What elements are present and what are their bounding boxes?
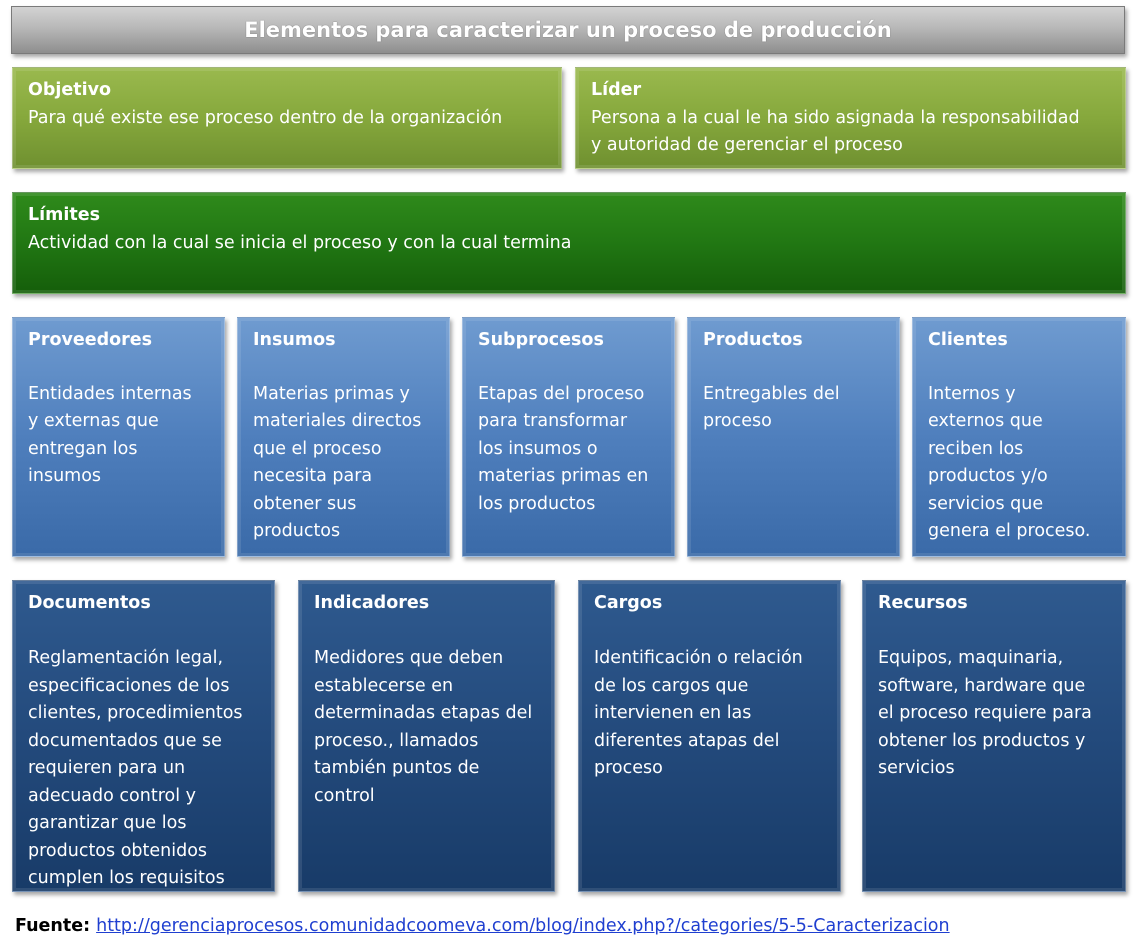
recursos-line-5: servicios (878, 758, 955, 778)
indicadores-line-1: Medidores que deben (314, 648, 504, 668)
recursos-heading: Recursos (878, 593, 968, 613)
proveedores-line-1: Entidades internas (28, 384, 192, 404)
documentos-line-1: Reglamentación legal, (28, 648, 224, 668)
documentos-line-8: productos obtenidos (28, 841, 208, 861)
subprocesos-line-3: los insumos o (478, 439, 598, 459)
documentos-line-6: adecuado control y (28, 786, 196, 806)
insumos-line-4: necesita para (253, 466, 373, 486)
documentos-heading: Documentos (28, 593, 151, 613)
proveedores-box: Proveedores Entidades internas y externa… (12, 317, 225, 557)
proveedores-heading: Proveedores (28, 330, 153, 350)
lider-text-line-1: Persona a la cual le ha sido asignada la… (591, 108, 1080, 128)
insumos-line-5: obtener sus (253, 494, 357, 514)
productos-box: Productos Entregables del proceso (687, 317, 900, 557)
insumos-box: Insumos Materias primas y materiales dir… (237, 317, 450, 557)
indicadores-line-4: proceso., llamados (314, 731, 479, 751)
indicadores-heading: Indicadores (314, 593, 430, 613)
productos-line-1: Entregables del (703, 384, 840, 404)
documentos-line-5: requieren para un (28, 758, 186, 778)
indicadores-box: Indicadores Medidores que deben establec… (298, 580, 555, 892)
subprocesos-line-2: para transformar (478, 411, 628, 431)
lider-text-line-2: y autoridad de gerenciar el proceso (591, 135, 903, 155)
source-link[interactable]: http://gerenciaprocesos.comunidadcoomeva… (96, 916, 950, 936)
cargos-line-2: de los cargos que (594, 676, 749, 696)
limites-text: Actividad con la cual se inicia el proce… (28, 233, 572, 253)
diagram-title: Elementos para caracterizar un proceso d… (11, 6, 1125, 54)
subprocesos-line-5: los productos (478, 494, 596, 514)
indicadores-line-2: establecerse en (314, 676, 454, 696)
source-label: Fuente: (15, 916, 91, 936)
objetivo-heading: Objetivo (28, 80, 112, 100)
documentos-line-7: garantizar que los (28, 813, 187, 833)
cargos-heading: Cargos (594, 593, 663, 613)
clientes-box: Clientes Internos y externos que reciben… (912, 317, 1126, 557)
source-footer: Fuente:http://gerenciaprocesos.comunidad… (15, 914, 950, 938)
insumos-line-2: materiales directos (253, 411, 422, 431)
subprocesos-line-4: materias primas en (478, 466, 649, 486)
indicadores-line-5: también puntos de (314, 758, 480, 778)
documentos-line-3: clientes, procedimientos (28, 703, 243, 723)
documentos-box: Documentos Reglamentación legal, especif… (12, 580, 275, 892)
recursos-line-2: software, hardware que (878, 676, 1086, 696)
recursos-line-1: Equipos, maquinaria, (878, 648, 1064, 668)
subprocesos-box: Subprocesos Etapas del proceso para tran… (462, 317, 675, 557)
cargos-line-5: proceso (594, 758, 663, 778)
indicadores-line-3: determinadas etapas del (314, 703, 533, 723)
recursos-line-3: el proceso requiere para (878, 703, 1092, 723)
insumos-line-3: que el proceso (253, 439, 382, 459)
clientes-line-3: reciben los (928, 439, 1024, 459)
cargos-box: Cargos Identificación o relación de los … (578, 580, 841, 892)
limites-box: Límites Actividad con la cual se inicia … (12, 192, 1126, 294)
cargos-line-3: intervienen en las (594, 703, 752, 723)
indicadores-line-6: control (314, 786, 375, 806)
documentos-line-2: especificaciones de los (28, 676, 230, 696)
clientes-line-4: productos y/o (928, 466, 1048, 486)
limites-heading: Límites (28, 205, 101, 225)
subprocesos-line-1: Etapas del proceso (478, 384, 645, 404)
proveedores-line-2: y externas que (28, 411, 159, 431)
subprocesos-heading: Subprocesos (478, 330, 604, 350)
lider-heading: Líder (591, 80, 642, 100)
productos-line-2: proceso (703, 411, 772, 431)
objetivo-box: Objetivo Para qué existe ese proceso den… (12, 67, 562, 169)
proveedores-line-4: insumos (28, 466, 102, 486)
insumos-heading: Insumos (253, 330, 336, 350)
clientes-line-1: Internos y (928, 384, 1016, 404)
documentos-line-9: cumplen los requisitos (28, 868, 225, 888)
insumos-line-6: productos (253, 521, 341, 541)
cargos-line-4: diferentes atapas del (594, 731, 780, 751)
cargos-line-1: Identificación o relación (594, 648, 803, 668)
clientes-line-2: externos que (928, 411, 1043, 431)
clientes-line-6: genera el proceso. (928, 521, 1091, 541)
lider-box: Líder Persona a la cual le ha sido asign… (575, 67, 1126, 169)
productos-heading: Productos (703, 330, 803, 350)
clientes-line-5: servicios que (928, 494, 1044, 514)
objetivo-text: Para qué existe ese proceso dentro de la… (28, 108, 503, 128)
recursos-line-4: obtener los productos y (878, 731, 1086, 751)
documentos-line-4: documentados que se (28, 731, 222, 751)
recursos-box: Recursos Equipos, maquinaria, software, … (862, 580, 1126, 892)
insumos-line-1: Materias primas y (253, 384, 410, 404)
clientes-heading: Clientes (928, 330, 1008, 350)
proveedores-line-3: entregan los (28, 439, 138, 459)
